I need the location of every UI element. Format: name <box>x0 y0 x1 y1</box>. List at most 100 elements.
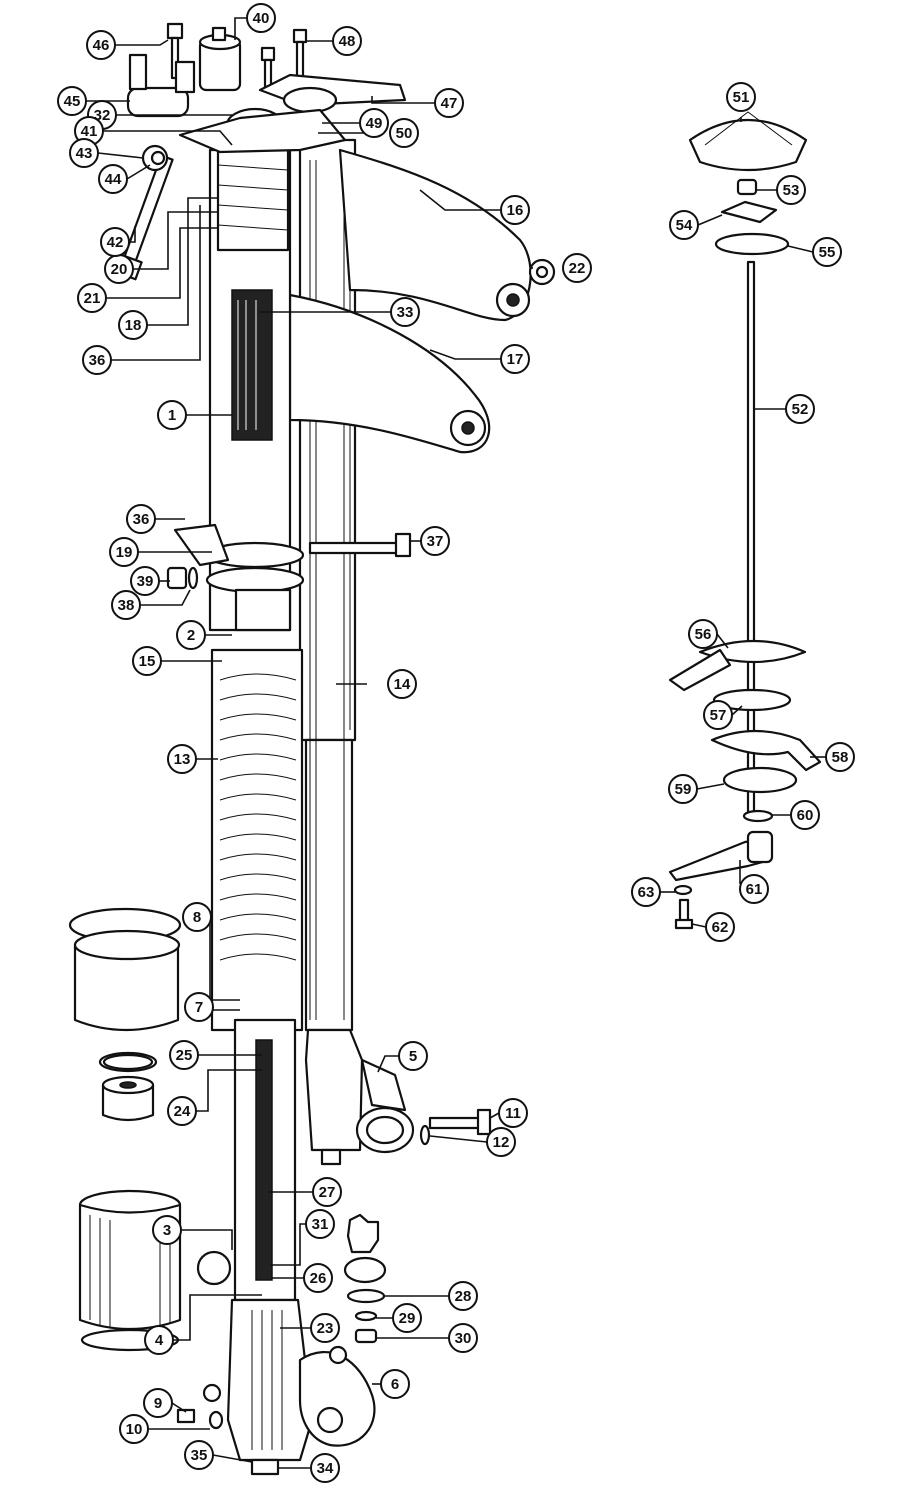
fork-assembly <box>68 22 556 1476</box>
svg-text:3: 3 <box>163 1222 171 1239</box>
svg-text:19: 19 <box>116 544 133 561</box>
callout-48: 48 <box>332 26 362 56</box>
ring-60 <box>742 809 774 823</box>
callout-7: 7 <box>184 992 214 1022</box>
callout-12: 12 <box>486 1127 516 1157</box>
svg-text:58: 58 <box>832 749 849 766</box>
svg-text:30: 30 <box>455 1330 472 1347</box>
callout-25: 25 <box>169 1040 199 1070</box>
svg-text:47: 47 <box>441 95 458 112</box>
callout-22: 22 <box>562 253 592 283</box>
svg-text:51: 51 <box>733 89 750 106</box>
svg-text:59: 59 <box>675 781 692 798</box>
fork-column-cutaway <box>231 289 273 441</box>
bottom-nut <box>250 1458 280 1476</box>
callout-59: 59 <box>668 774 698 804</box>
svg-text:17: 17 <box>507 351 524 368</box>
svg-text:46: 46 <box>93 37 110 54</box>
callout-35: 35 <box>184 1440 214 1470</box>
callout-31: 31 <box>305 1209 335 1239</box>
callout-10: 10 <box>119 1414 149 1444</box>
callout-44: 44 <box>98 164 128 194</box>
svg-text:39: 39 <box>137 573 154 590</box>
callout-26: 26 <box>303 1263 333 1293</box>
svg-text:7: 7 <box>195 999 203 1016</box>
callout-labels: 1 2 3 4 5 6 7 8 9 10 11 12 13 14 15 16 1… <box>57 3 855 1483</box>
callout-34: 34 <box>310 1453 340 1483</box>
svg-text:22: 22 <box>569 260 586 277</box>
bolt-48 <box>292 28 308 44</box>
svg-text:42: 42 <box>107 234 124 251</box>
callout-27: 27 <box>312 1177 342 1207</box>
callout-2: 2 <box>176 620 206 650</box>
callout-54: 54 <box>669 210 699 240</box>
damper-rod <box>255 1039 273 1281</box>
svg-text:21: 21 <box>84 290 101 307</box>
damper-rod-52 <box>746 260 756 814</box>
svg-text:11: 11 <box>505 1105 521 1122</box>
callout-29: 29 <box>392 1303 422 1333</box>
svg-text:35: 35 <box>191 1447 208 1464</box>
svg-text:53: 53 <box>783 182 800 199</box>
callout-18: 18 <box>118 310 148 340</box>
svg-text:41: 41 <box>81 123 98 140</box>
svg-text:55: 55 <box>819 244 836 261</box>
callout-21: 21 <box>77 283 107 313</box>
svg-text:63: 63 <box>638 884 655 901</box>
top-crown-plate <box>178 108 347 154</box>
nut-30 <box>354 1328 378 1344</box>
svg-text:6: 6 <box>391 1376 399 1393</box>
knob-51 <box>688 118 808 172</box>
svg-text:10: 10 <box>126 1421 143 1438</box>
svg-text:57: 57 <box>710 707 727 724</box>
washer-28 <box>346 1288 386 1304</box>
washer-63 <box>673 884 693 896</box>
callout-49: 49 <box>359 108 389 138</box>
washer-12 <box>419 1124 431 1146</box>
callout-3: 3 <box>152 1215 182 1245</box>
clamp-bracket <box>173 523 230 567</box>
svg-text:49: 49 <box>366 115 383 132</box>
leader-lines <box>86 17 826 1469</box>
svg-text:20: 20 <box>111 261 128 278</box>
washer-29 <box>354 1310 378 1322</box>
callout-43: 43 <box>69 138 99 168</box>
svg-text:61: 61 <box>746 881 763 898</box>
ring-25 <box>102 1053 154 1071</box>
callout-20: 20 <box>104 254 134 284</box>
callout-50: 50 <box>389 118 419 148</box>
washer-38 <box>187 566 199 590</box>
spring-housing <box>210 648 304 1032</box>
callout-30: 30 <box>448 1323 478 1353</box>
svg-text:34: 34 <box>317 1460 334 1477</box>
spring-coils <box>219 673 297 961</box>
svg-text:43: 43 <box>76 145 93 162</box>
callout-63: 63 <box>631 877 661 907</box>
svg-text:44: 44 <box>105 171 122 188</box>
callout-53: 53 <box>776 175 806 205</box>
screw-9 <box>176 1408 196 1424</box>
callout-36-lower: 36 <box>126 504 156 534</box>
callout-5: 5 <box>398 1041 428 1071</box>
nut-53 <box>736 178 758 196</box>
bolt-11 <box>428 1116 484 1130</box>
callout-45: 45 <box>57 86 87 116</box>
callout-38: 38 <box>111 590 141 620</box>
friction-disc-57 <box>712 688 792 712</box>
nut-39 <box>166 566 188 590</box>
callout-14: 14 <box>387 669 417 699</box>
callout-13: 13 <box>167 744 197 774</box>
svg-text:36: 36 <box>133 511 150 528</box>
callout-19: 19 <box>109 537 139 567</box>
fork-leg-slider <box>304 1028 364 1152</box>
washer-44 <box>150 150 166 166</box>
svg-text:37: 37 <box>427 533 444 550</box>
svg-text:48: 48 <box>339 33 356 50</box>
callout-41: 41 <box>74 116 104 146</box>
callout-6: 6 <box>380 1369 410 1399</box>
svg-text:23: 23 <box>317 1320 334 1337</box>
svg-text:45: 45 <box>64 93 81 110</box>
svg-text:5: 5 <box>409 1048 417 1065</box>
